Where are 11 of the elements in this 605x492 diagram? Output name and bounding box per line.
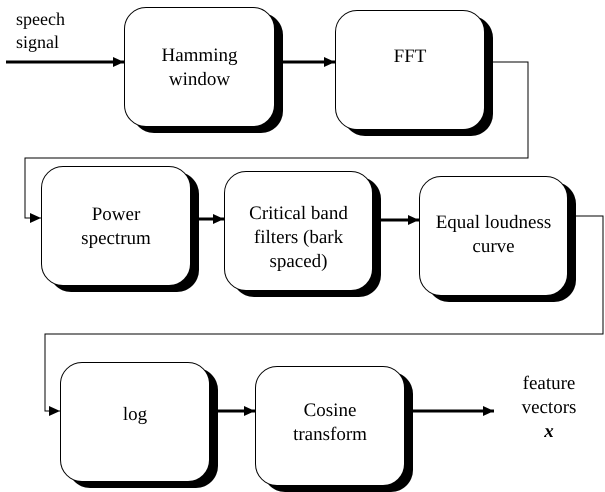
box-label: FFT bbox=[394, 45, 426, 69]
vector-symbol: x bbox=[544, 420, 554, 444]
arrow bbox=[44, 216, 604, 416]
box-label: Power spectrum bbox=[80, 203, 152, 250]
box-label: Equal loudness curve bbox=[434, 211, 552, 258]
arrow bbox=[6, 57, 124, 67]
arrow bbox=[24, 62, 528, 223]
box-label: Critical band filters (bark spaced) bbox=[248, 202, 349, 274]
box-label: Cosine transform bbox=[292, 399, 368, 446]
box-label: log bbox=[122, 403, 148, 427]
box-label: Hamming window bbox=[160, 44, 238, 92]
